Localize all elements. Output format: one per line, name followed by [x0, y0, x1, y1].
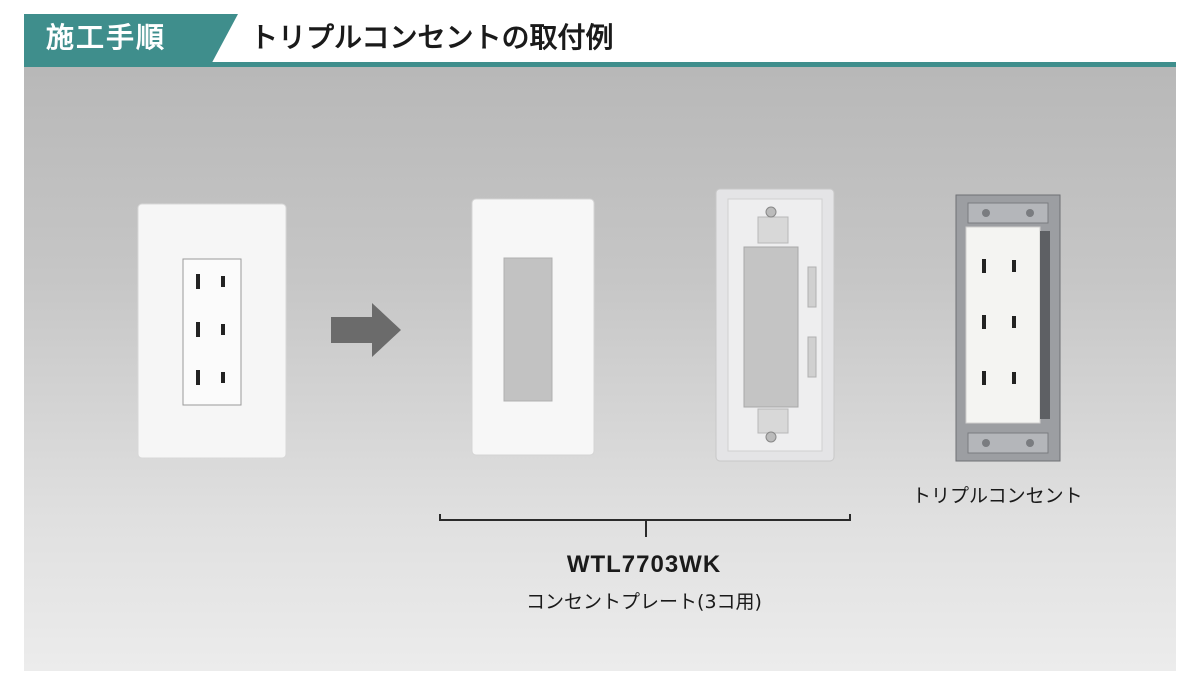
mounting-frame: [715, 188, 835, 462]
installed-outlet: [137, 203, 287, 459]
model-description: コンセントプレート(3コ用): [526, 591, 762, 613]
outlet-label: トリプルコンセント: [912, 485, 1083, 507]
triple-outlet-device: [955, 194, 1061, 462]
header-rule: [24, 62, 1176, 67]
right-arrow-icon: [331, 303, 401, 357]
page-title: トリプルコンセントの取付例: [250, 21, 614, 54]
header: 施工手順 トリプルコンセントの取付例: [0, 0, 1200, 68]
cover-plate: [471, 198, 595, 456]
illustration: [137, 188, 1061, 537]
grouping-bracket: [439, 514, 851, 537]
illustration-panel: トリプルコンセント WTL7703WK コンセントプレート(3コ用): [24, 67, 1176, 671]
section-tag: 施工手順: [24, 14, 238, 62]
model-number: WTL7703WK: [566, 551, 722, 578]
